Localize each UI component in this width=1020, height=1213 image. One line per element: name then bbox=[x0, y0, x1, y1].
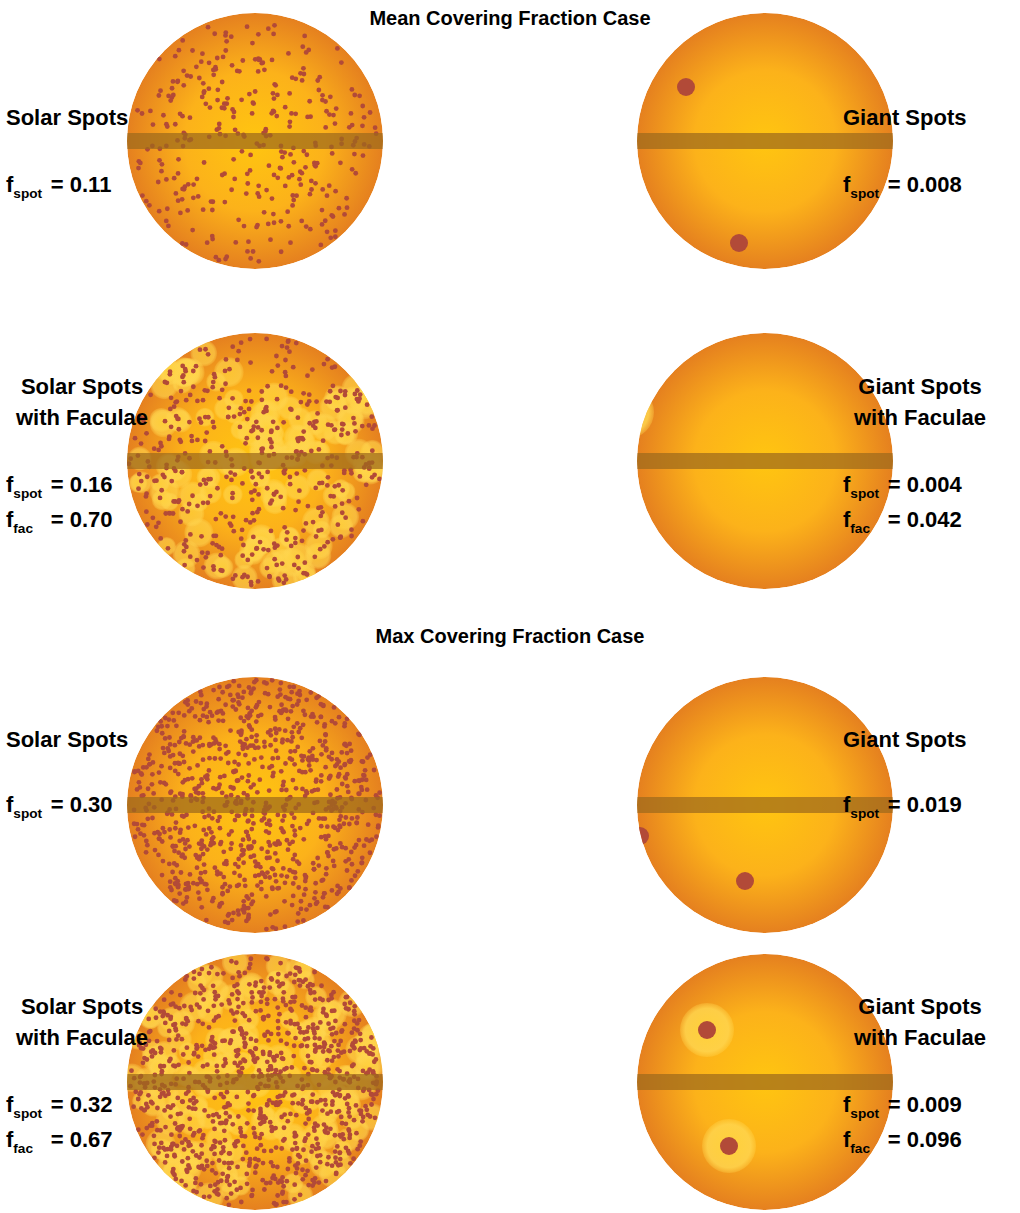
covering-fraction: fspot = 0.008 bbox=[843, 172, 962, 198]
covering-fraction: ffac = 0.042 bbox=[843, 507, 962, 533]
transit-chord bbox=[127, 1074, 383, 1090]
star-disk bbox=[117, 948, 386, 1212]
star-disk bbox=[580, 677, 893, 933]
covering-fraction: ffac = 0.70 bbox=[6, 507, 113, 533]
panel-label: Solar Spots with Faculae bbox=[2, 371, 162, 433]
star-disk bbox=[637, 954, 893, 1210]
covering-fraction: fspot = 0.30 bbox=[6, 792, 113, 818]
covering-fraction: ffac = 0.67 bbox=[6, 1127, 113, 1153]
covering-fraction: ffac = 0.096 bbox=[843, 1127, 962, 1153]
covering-fraction: fspot = 0.32 bbox=[6, 1092, 113, 1118]
panel-label: Solar Spots with Faculae bbox=[2, 991, 162, 1053]
section-heading: Mean Covering Fraction Case bbox=[369, 6, 650, 30]
panel-label: Solar Spots bbox=[6, 105, 128, 131]
star-disk bbox=[127, 333, 386, 594]
star-disk bbox=[127, 677, 383, 933]
transit-chord bbox=[127, 453, 383, 469]
transit-chord bbox=[637, 453, 893, 469]
transit-chord bbox=[127, 133, 383, 149]
transit-chord bbox=[637, 1074, 893, 1090]
section-heading: Max Covering Fraction Case bbox=[376, 624, 645, 648]
covering-fraction: fspot = 0.004 bbox=[843, 472, 962, 498]
transit-chord bbox=[127, 797, 383, 813]
panel-label: Giant Spots with Faculae bbox=[837, 371, 1003, 433]
panel-label: Giant Spots bbox=[843, 105, 966, 131]
transit-chord bbox=[637, 133, 893, 149]
covering-fraction: fspot = 0.009 bbox=[843, 1092, 962, 1118]
panel-label: Giant Spots with Faculae bbox=[837, 991, 1003, 1053]
covering-fraction: fspot = 0.16 bbox=[6, 472, 113, 498]
panel-label: Giant Spots bbox=[843, 727, 966, 753]
star-disk bbox=[600, 333, 893, 589]
covering-fraction: fspot = 0.019 bbox=[843, 792, 962, 818]
covering-fraction: fspot = 0.11 bbox=[6, 172, 111, 198]
star-disk bbox=[637, 13, 893, 269]
panel-label: Solar Spots bbox=[6, 727, 128, 753]
star-disk bbox=[127, 13, 383, 269]
